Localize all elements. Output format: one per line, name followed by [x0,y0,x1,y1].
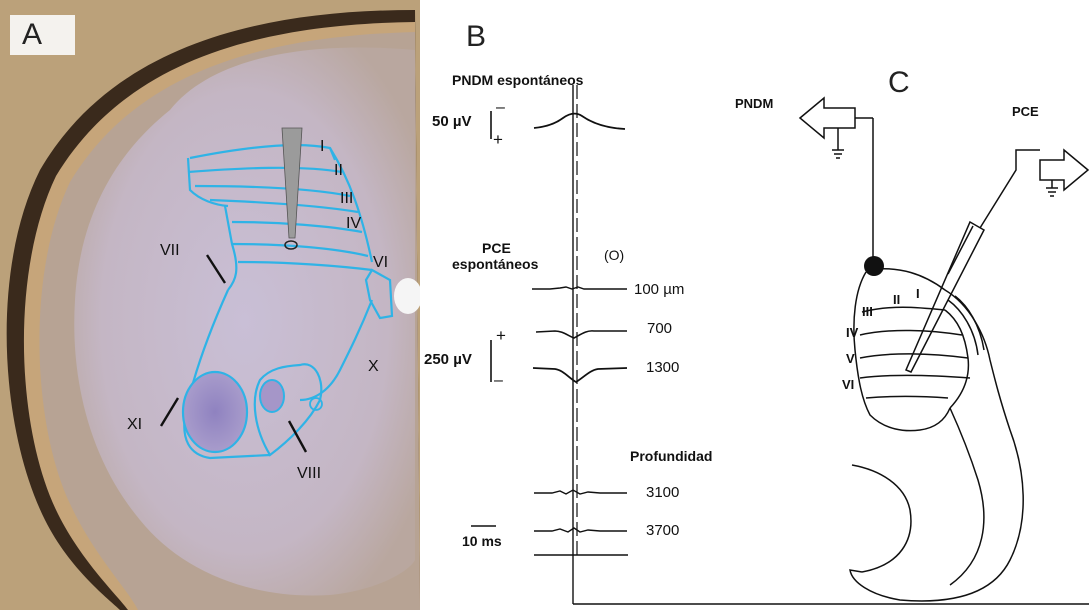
c-layer-iv: IV [846,325,858,340]
c-layer-iii: III [862,304,873,319]
pce-label: PCE [1012,104,1039,119]
pce-amplifier-icon [1040,150,1088,190]
pndm-amplifier-icon [800,98,855,138]
panel-c-letter: C [888,66,910,100]
pndm-label: PNDM [735,96,773,111]
c-layer-v: V [846,351,855,366]
c-layer-ii: II [893,292,900,307]
pndm-surface-electrode [864,256,884,276]
c-layer-i: I [916,286,920,301]
c-layer-vi: VI [842,377,854,392]
